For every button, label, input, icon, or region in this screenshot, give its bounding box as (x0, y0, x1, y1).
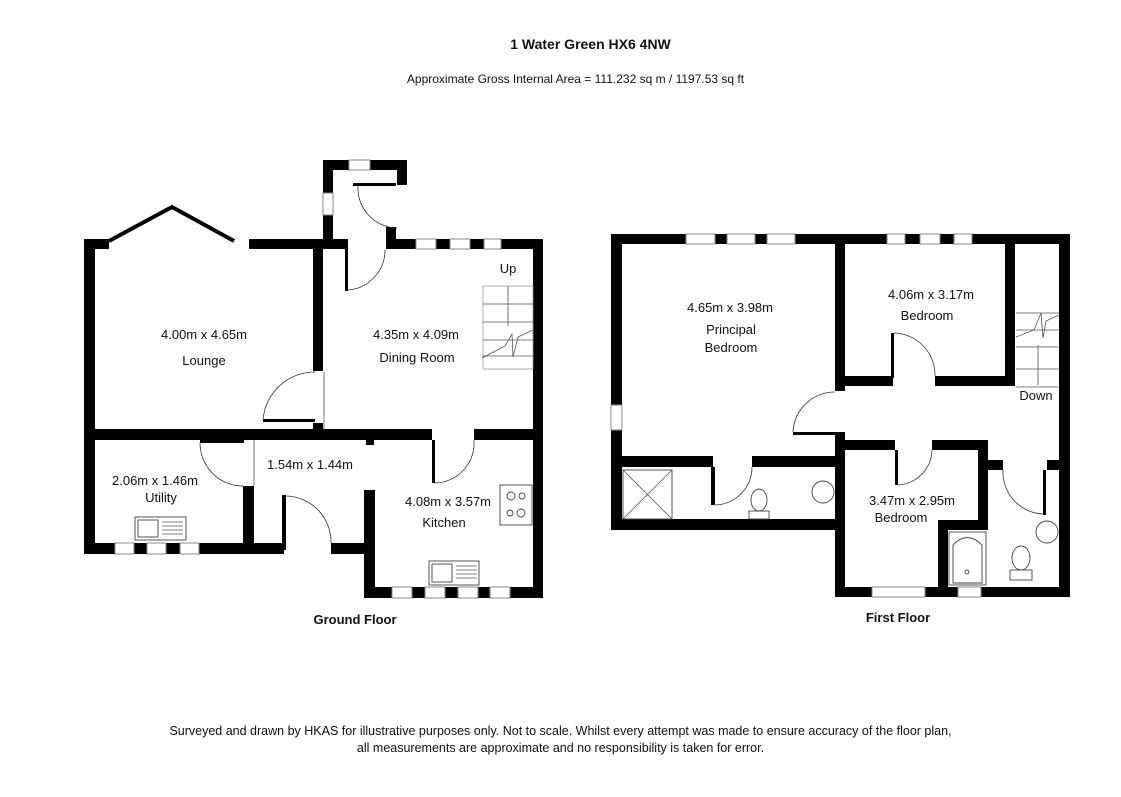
room-dims: 4.35m x 4.09m (373, 327, 459, 342)
ensuite-toilet (748, 488, 770, 520)
stairs-up-label: Up (500, 261, 517, 276)
stairs-down-label: Down (1019, 388, 1052, 403)
room-dims: 4.65m x 3.98m (687, 300, 773, 315)
utility-sink (134, 516, 187, 541)
ground-floor-door-swings (199, 185, 475, 544)
staircase-up (481, 285, 534, 370)
shower (622, 469, 673, 520)
first-floor-door-swings (714, 332, 1044, 515)
disclaimer: Surveyed and drawn by HKAS for illustrat… (0, 723, 1121, 757)
ensuite-basin (811, 480, 835, 504)
room-name: Lounge (182, 353, 225, 368)
room-dims: 4.00m x 4.65m (161, 327, 247, 342)
first-floor-walls (610, 233, 1070, 598)
first-floor-label: First Floor (866, 610, 930, 625)
room-dims: 2.06m x 1.46m (112, 473, 198, 488)
room-name: Dining Room (379, 350, 454, 365)
hob (499, 484, 533, 526)
kitchen-sink (428, 560, 480, 586)
room-name: Principal (706, 322, 756, 337)
room-name: Bedroom (901, 308, 954, 323)
bath (948, 531, 987, 586)
disclaimer-line-1: Surveyed and drawn by HKAS for illustrat… (169, 724, 952, 738)
room-dims: 3.47m x 2.95m (869, 493, 955, 508)
room-dims: 4.06m x 3.17m (888, 287, 974, 302)
first-floor-plan: Down 4.65m x 3.98m Principal Bedroom 4.0… (610, 233, 1070, 625)
staircase-down (1015, 312, 1060, 388)
bay-window (108, 204, 235, 243)
room-dims: 4.08m x 3.57m (405, 494, 491, 509)
room-name: Utility (145, 490, 177, 505)
room-name: Bedroom (875, 510, 928, 525)
ground-floor-label: Ground Floor (313, 612, 396, 627)
room-name: Bedroom (705, 340, 758, 355)
gross-internal-area: Approximate Gross Internal Area = 111.23… (406, 72, 745, 86)
disclaimer-line-2: all measurements are approximate and no … (356, 741, 765, 755)
plan-title: 1 Water Green HX6 4NW (510, 36, 671, 52)
room-dims: 1.54m x 1.44m (267, 457, 353, 472)
ground-floor-walls (84, 159, 543, 599)
room-name: Kitchen (422, 515, 465, 530)
bathroom-toilet (1009, 545, 1033, 581)
ground-floor-plan: Up 4.00m x 4.65m Lounge 4.35m x 4.09m Di… (84, 159, 543, 627)
bathroom-basin (1035, 520, 1059, 544)
